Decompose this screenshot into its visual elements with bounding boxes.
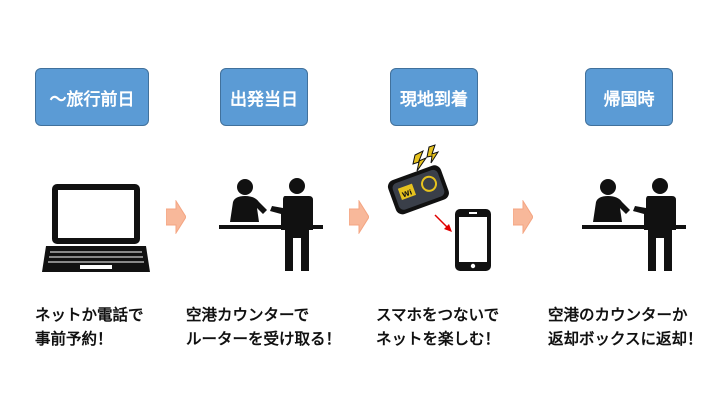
caption-line: ネットか電話で [35,306,144,324]
smartphone-icon [455,209,491,271]
flow-arrow-1 [166,200,186,234]
step-1-caption: ネットか電話で 事前予約！ [35,303,144,351]
step-3-caption: スマホをつないで ネットを楽しむ！ [376,303,500,351]
signal-lightning-icon [412,144,440,172]
step-4-box: 帰国時 [585,68,673,126]
caption-line: 空港カウンターで [186,306,310,324]
counter-service-icon [582,178,686,271]
flow-arrow-3 [513,200,533,234]
counter-service-icon [219,178,323,271]
caption-line: 事前予約！ [35,330,113,348]
connection-arrow-icon [434,214,452,232]
laptop-icon [42,184,150,272]
step-2-box: 出発当日 [220,68,308,126]
caption-line: 空港のカウンターか [548,306,688,324]
step-2-caption: 空港カウンターで ルーターを受け取る！ [186,303,341,351]
caption-line: ネットを楽しむ！ [376,330,501,348]
flow-arrow-2 [349,200,369,234]
wifi-router-to-smartphone-icon: Wi [387,144,491,271]
caption-line: 返却ボックスに返却！ [548,330,703,348]
step-1-box: ～旅行前日 [35,68,149,126]
pocket-wifi-router-icon: Wi [387,165,449,215]
step-4-caption: 空港のカウンターか 返却ボックスに返却！ [548,303,703,351]
caption-line: ルーターを受け取る！ [186,330,342,348]
router-badge-text: Wi [401,188,413,199]
caption-line: スマホをつないで [376,306,500,324]
step-3-box: 現地到着 [390,68,478,126]
